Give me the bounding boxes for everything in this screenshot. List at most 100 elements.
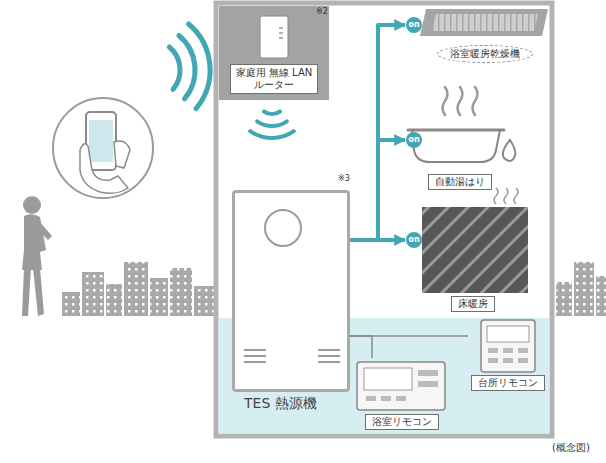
- tes-unit: [244, 350, 340, 362]
- floor-heating-icon: [504, 188, 508, 204]
- remote-group: 台所リモコン: [468, 318, 548, 394]
- router-panel: ※2 家庭用 無線 LAN ルーター: [219, 6, 330, 100]
- wifi-signal-router: [250, 112, 294, 138]
- city-skyline: [574, 262, 594, 316]
- city-skyline: [62, 292, 80, 316]
- city-skyline: [82, 272, 104, 316]
- note-mark: ※3: [338, 174, 350, 184]
- house-outline: [216, 3, 552, 436]
- kitchen-remote-icon: [503, 358, 513, 363]
- phone-bubble: [53, 98, 153, 198]
- bath-remote-icon: [418, 381, 438, 387]
- phone-bubble: [53, 98, 153, 198]
- bath-remote-icon: [418, 370, 438, 376]
- router-panel: [279, 27, 283, 29]
- appliance-group: 浴室暖房乾燥機: [405, 4, 553, 68]
- bathtub-icon: [503, 140, 515, 161]
- tes-unit: [232, 190, 350, 392]
- tes-unit: [318, 349, 340, 351]
- appliance-group: 自動湯はり: [405, 82, 525, 194]
- tes-unit: [318, 361, 340, 363]
- tes-unit: [265, 210, 301, 246]
- router-label: 家庭用 無線 LAN ルーター: [230, 64, 318, 94]
- kitchen-remote-icon: [488, 358, 498, 363]
- city-skyline: [194, 286, 214, 316]
- woman-silhouette: [33, 268, 44, 316]
- bath-remote-icon: [357, 362, 445, 410]
- wifi-signal-router: [264, 112, 280, 115]
- remote-label: 台所リモコン: [471, 375, 545, 391]
- wifi-signal: [169, 24, 210, 109]
- control-arrow: [350, 25, 405, 240]
- kitchen-remote-icon: [488, 348, 498, 353]
- tes-unit: [244, 355, 266, 357]
- phone-bubble: [89, 120, 113, 162]
- tes-unit: [244, 361, 266, 363]
- router-panel: [219, 6, 329, 100]
- kitchen-remote-icon: [518, 348, 528, 353]
- cable-line: [350, 336, 372, 358]
- remote-label: 浴室リモコン: [365, 414, 439, 430]
- bathtub-icon: [408, 87, 515, 162]
- on-badge: on: [406, 132, 422, 148]
- note-mark: ※2: [316, 7, 328, 17]
- floor-heating-icon: [422, 188, 528, 293]
- unit-label: TES 熱源機: [244, 395, 317, 412]
- appliance-label: 床暖房: [451, 296, 495, 312]
- wifi-signal: [179, 36, 195, 99]
- floor-heating-icon: [494, 188, 518, 204]
- city-skyline: [150, 278, 168, 316]
- tes-unit: [232, 190, 350, 392]
- bathroom-dryer-icon: [420, 9, 548, 36]
- on-badge: on: [406, 232, 422, 248]
- wifi-signal-router: [257, 121, 287, 126]
- bathtub-icon: [412, 130, 500, 162]
- control-arrow: [350, 140, 405, 240]
- wifi-signal: [189, 24, 210, 109]
- city-skyline: [124, 262, 148, 316]
- city-skyline: [596, 276, 606, 316]
- bath-remote-icon: [357, 362, 445, 410]
- floor-heating-icon: [494, 188, 498, 204]
- bathtub-icon: [458, 87, 463, 115]
- router-panel: [219, 6, 329, 100]
- city-skyline: [556, 282, 572, 316]
- wifi-signal: [169, 47, 180, 89]
- bath-remote-icon: [366, 396, 376, 401]
- bathtub-icon: [443, 87, 448, 115]
- on-badge: on: [406, 17, 422, 33]
- house-outline: [216, 3, 552, 436]
- appliance-label: 自動湯はり: [428, 174, 492, 190]
- phone-bubble: [114, 141, 130, 168]
- bath-remote-icon: [381, 396, 391, 401]
- floor-heating-icon: [422, 207, 528, 293]
- bathroom-dryer-icon: [432, 14, 538, 31]
- kitchen-remote-icon: [518, 358, 528, 363]
- woman-silhouette: [38, 222, 52, 240]
- bathtub-icon: [473, 87, 478, 115]
- appliance-label: 浴室暖房乾燥機: [437, 45, 533, 63]
- kitchen-remote-icon: [503, 348, 513, 353]
- city-skyline: [170, 268, 192, 316]
- router-panel: [279, 37, 283, 39]
- city-skyline: [106, 284, 122, 316]
- woman-silhouette: [23, 196, 41, 214]
- bathtub-icon: [408, 129, 504, 132]
- diagram-note: (概念図): [552, 441, 590, 455]
- woman-silhouette: [22, 214, 46, 270]
- router-panel: [279, 32, 283, 34]
- kitchen-remote-icon: [481, 320, 535, 372]
- kitchen-remote-icon: [481, 320, 535, 372]
- control-arrow: [350, 238, 405, 242]
- heat-source-unit: ※3TES 熱源機: [232, 190, 350, 392]
- bathroom-dryer-icon: [420, 9, 548, 36]
- woman-silhouette: [22, 268, 31, 316]
- floor-heating-icon: [514, 188, 518, 204]
- wifi-signal-router: [250, 131, 294, 138]
- woman-silhouette: [22, 196, 52, 316]
- kitchen-remote-icon: [487, 326, 529, 342]
- bath-remote-icon: [396, 396, 406, 401]
- bath-remote-icon: [364, 368, 412, 390]
